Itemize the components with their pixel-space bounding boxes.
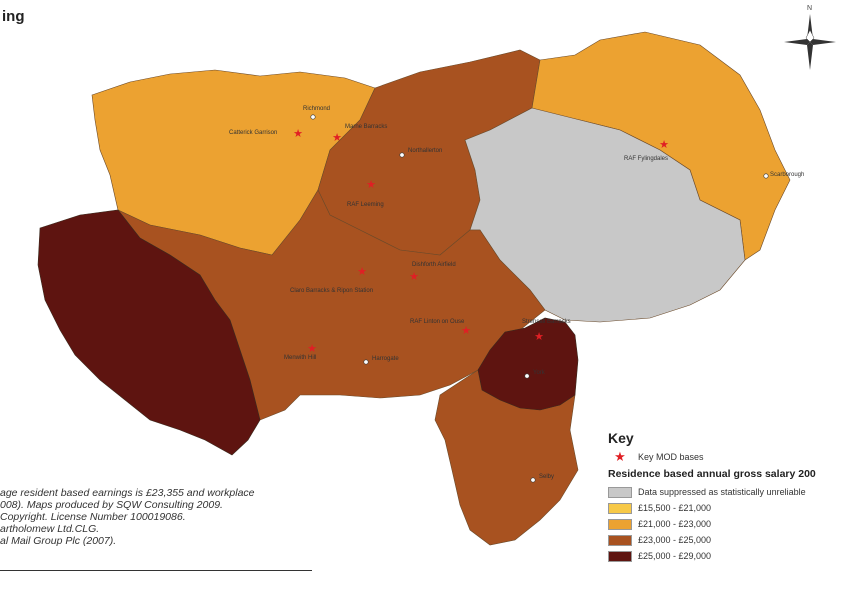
base-star-menwith: ★ [307, 342, 317, 355]
map-notes: age resident based earnings is £23,355 a… [0, 487, 330, 547]
key-title: Key [608, 430, 634, 446]
base-star-leeming: ★ [366, 178, 376, 191]
star-icon: ★ [614, 449, 626, 464]
legend-swatch [608, 502, 632, 514]
compass-icon: N [784, 5, 836, 70]
town-markers [310, 114, 769, 483]
legend-label: £21,000 - £23,000 [638, 519, 712, 529]
town-marker-richmond [310, 114, 316, 120]
notes-line: al Mail Group Plc (2007). [0, 535, 117, 547]
base-star-dishforth: ★ [409, 270, 419, 283]
base-label-claro: Claro Barracks & Ripon Station [290, 288, 373, 294]
town-marker-scarborough [763, 173, 769, 179]
town-label-york: York [533, 370, 546, 376]
legend-label: £15,500 - £21,000 [638, 503, 712, 513]
notes-line: artholomew Ltd.CLG. [0, 523, 100, 535]
region-craven [37, 209, 261, 456]
base-label-marne: Marne Barracks [345, 124, 387, 130]
base-star-strensall: ★ [534, 330, 544, 343]
key-base-row: ★ Key MOD bases [608, 449, 861, 464]
base-star-fylingdales: ★ [659, 138, 669, 151]
region-ryedale [464, 107, 746, 323]
notes-line: age resident based earnings is £23,355 a… [0, 487, 255, 499]
region-york [477, 317, 579, 411]
town-label-richmond: Richmond [303, 106, 330, 112]
town-label-scarborough: Scarborough [770, 172, 804, 178]
legend-label: £25,000 - £29,000 [638, 551, 712, 561]
legend-item: £23,000 - £25,000 [608, 533, 861, 547]
base-label-menwith: Menwith Hill [284, 355, 316, 361]
base-star-marne: ★ [332, 131, 342, 144]
town-marker-harrogate [363, 359, 369, 365]
legend-swatch [608, 518, 632, 530]
legend-heading: Residence based annual gross salary 200 [608, 468, 816, 480]
notes-line: 008). Maps produced by SQW Consulting 20… [0, 499, 223, 511]
base-label-leeming: RAF Leeming [347, 202, 384, 208]
base-star-claro: ★ [357, 265, 367, 278]
legend-label: Data suppressed as statistically unrelia… [638, 487, 806, 497]
legend-item: Data suppressed as statistically unrelia… [608, 485, 861, 499]
base-markers: ★ ★ ★ ★ ★ ★ ★ ★ ★ [293, 127, 669, 355]
notes-line: Copyright. License Number 100019086. [0, 511, 186, 523]
legend-swatch [608, 550, 632, 562]
legend-swatch [608, 534, 632, 546]
town-marker-york [524, 373, 530, 379]
notes-divider [0, 570, 312, 571]
compass-north-label: N [807, 5, 812, 12]
key-base-label: Key MOD bases [638, 452, 704, 462]
base-star-catterick: ★ [293, 127, 303, 140]
town-label-northallerton: Northallerton [408, 148, 442, 154]
town-marker-selby [530, 477, 536, 483]
town-label-harrogate: Harrogate [372, 356, 399, 362]
legend-item: £21,000 - £23,000 [608, 517, 861, 531]
base-label-fylingdales: RAF Fylingdales [624, 156, 668, 162]
base-label-dishforth: Dishforth Airfield [412, 262, 456, 268]
base-label-catterick: Catterick Garrison [229, 130, 277, 136]
base-label-strensall: Strensall Barracks [522, 319, 571, 325]
legend-item: £25,000 - £29,000 [608, 549, 861, 563]
legend-item: £15,500 - £21,000 [608, 501, 861, 515]
town-label-selby: Selby [539, 474, 554, 480]
base-star-linton: ★ [461, 324, 471, 337]
legend-label: £23,000 - £25,000 [638, 535, 712, 545]
legend-swatch [608, 486, 632, 498]
base-label-linton: RAF Linton on Ouse [410, 319, 465, 325]
map-key: Key ★ Key MOD bases Residence based annu… [608, 430, 861, 565]
town-marker-northallerton [399, 152, 405, 158]
page-title: ing [2, 8, 25, 25]
